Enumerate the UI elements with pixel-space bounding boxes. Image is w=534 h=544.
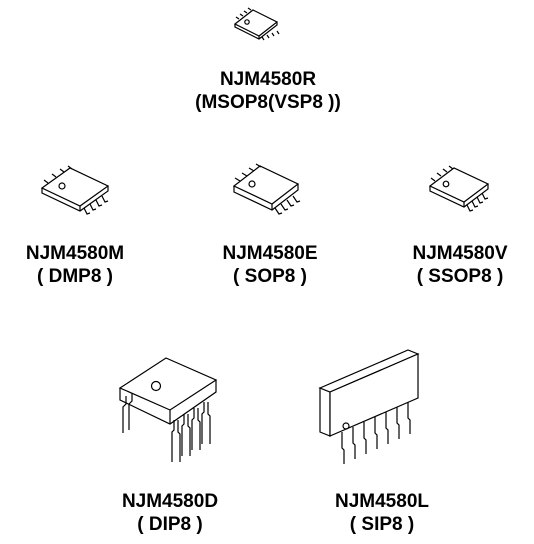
part-number: NJM4580D (121, 491, 219, 512)
ssop8-chip-icon (424, 160, 496, 214)
package-label-sip8: NJM4580L ( SIP8 ) (302, 490, 462, 536)
package-type: ( DMP8 ) (37, 266, 113, 287)
package-type: ( SSOP8 ) (416, 266, 504, 287)
package-label-ssop8: NJM4580V ( SSOP8 ) (380, 242, 534, 288)
package-type: ( SIP8 ) (349, 514, 415, 535)
package-label-sop8: NJM4580E ( SOP8 ) (190, 242, 350, 288)
part-number: NJM4580E (222, 243, 318, 264)
part-number: NJM4580M (25, 243, 125, 264)
sop8-chip-icon (228, 158, 308, 216)
part-number: NJM4580V (412, 243, 508, 264)
package-label-dmp8: NJM4580M ( DMP8 ) (0, 242, 155, 288)
package-type: ( DIP8 ) (137, 514, 203, 535)
dip8-chip-icon (112, 352, 224, 472)
part-number: NJM4580R (219, 69, 317, 90)
package-type: ( SOP8 ) (233, 266, 307, 287)
package-label-dip8: NJM4580D ( DIP8 ) (90, 490, 250, 536)
part-number: NJM4580L (335, 491, 429, 512)
sip8-chip-icon (312, 346, 436, 470)
package-type: (MSOP8(VSP8 )) (195, 92, 341, 113)
package-label-msop8: NJM4580R (MSOP8(VSP8 )) (158, 68, 378, 114)
msop8-chip-icon (229, 4, 285, 42)
dmp8-chip-icon (36, 160, 116, 216)
